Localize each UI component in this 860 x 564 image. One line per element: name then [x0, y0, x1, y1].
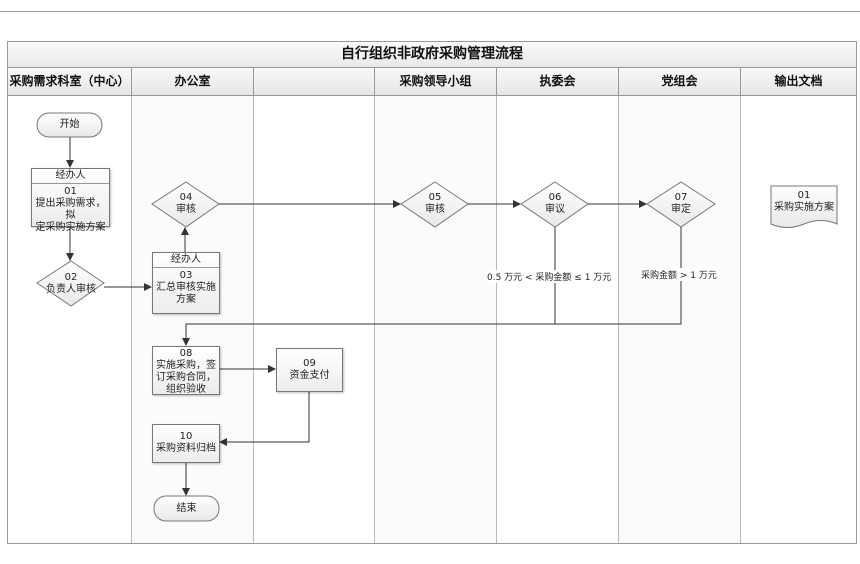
lane-office [132, 96, 254, 544]
end-terminator [153, 495, 220, 522]
node-03-line2: 方案 [176, 294, 196, 305]
node-01-line2: 定采购实施方案 [35, 222, 106, 233]
lane-header-leadership-group: 采购领导小组 [375, 68, 497, 96]
node-08-num: 08 [179, 348, 193, 359]
node-07-num: 07 [674, 192, 688, 203]
lane-header-office: 办公室 [132, 68, 254, 96]
process-box-03: 经办人 03 汇总审核实施 方案 [152, 252, 220, 314]
node-02-num: 02 [64, 272, 78, 283]
node-10-num: 10 [179, 431, 193, 442]
process-box-10: 10 采购资料归档 [152, 424, 220, 463]
node-01-num: 01 [64, 186, 77, 197]
node-05-label: 审核 [425, 204, 445, 215]
top-rule [0, 11, 860, 12]
node-05-num: 05 [428, 192, 442, 203]
process-box-01: 经办人 01 提出采购需求，拟 定采购实施方案 [31, 168, 110, 233]
process-box-08: 08 实施采购，签 订采购合同， 组织验收 [152, 346, 220, 395]
lane-header-office-2 [254, 68, 375, 96]
document-shape [770, 185, 838, 228]
process-box-09: 09 资金支付 [276, 348, 343, 392]
lane-office-2 [254, 96, 375, 544]
doc-01-label: 采购实施方案 [774, 202, 834, 213]
lane-leadership-group [375, 96, 497, 544]
lane-party-committee [619, 96, 741, 544]
node-08-line3: 组织验收 [166, 384, 206, 395]
decision-05 [400, 181, 469, 228]
diagram-title: 自行组织非政府采购管理流程 [7, 41, 857, 68]
node-06-num: 06 [548, 192, 562, 203]
node-04-label: 审核 [176, 204, 196, 215]
doc-01-num: 01 [797, 190, 811, 201]
condition-06-label: 0.5 万元 < 采购金额 ≤ 1 万元 [487, 270, 612, 283]
node-03-role: 经办人 [153, 253, 219, 268]
condition-07-label: 采购金额 > 1 万元 [641, 268, 717, 281]
end-label: 结束 [176, 503, 197, 514]
node-04-num: 04 [179, 192, 193, 203]
node-09-label: 资金支付 [289, 370, 330, 381]
node-08-line1: 实施采购，签 [156, 360, 216, 371]
node-03-line1: 汇总审核实施 [156, 282, 216, 293]
lane-executive-committee [497, 96, 619, 544]
start-label: 开始 [59, 119, 80, 130]
node-10-label: 采购资料归档 [156, 443, 216, 454]
lane-header-party-committee: 党组会 [619, 68, 741, 96]
node-06-label: 审议 [545, 204, 565, 215]
node-08-line2: 订采购合同， [156, 372, 216, 383]
lane-header-executive-committee: 执委会 [497, 68, 619, 96]
node-07-label: 审定 [671, 204, 691, 215]
node-09-num: 09 [303, 358, 316, 369]
node-01-role: 经办人 [32, 169, 109, 184]
node-03-num: 03 [179, 270, 193, 281]
lane-header-output-docs: 输出文档 [741, 68, 857, 96]
node-02-label: 负责人审核 [46, 284, 96, 295]
node-01-line1: 提出采购需求，拟 [35, 198, 106, 221]
decision-02 [36, 260, 105, 307]
